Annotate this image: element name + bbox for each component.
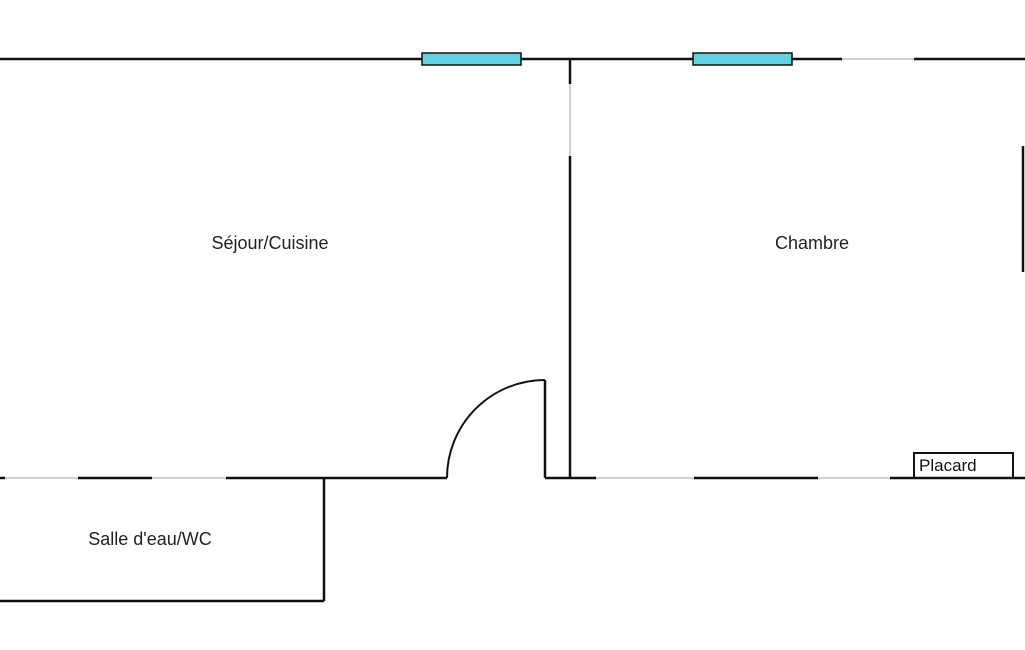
- room-label-bathroom: Salle d'eau/WC: [88, 529, 212, 549]
- closet-box: [913, 452, 1014, 479]
- room-label-living-kitchen: Séjour/Cuisine: [211, 233, 328, 253]
- window-bedroom: [692, 52, 793, 66]
- closet-label: Placard: [919, 456, 977, 475]
- door-swing-icon: [446, 379, 546, 479]
- window-living-room: [421, 52, 522, 66]
- room-label-bedroom: Chambre: [775, 233, 849, 253]
